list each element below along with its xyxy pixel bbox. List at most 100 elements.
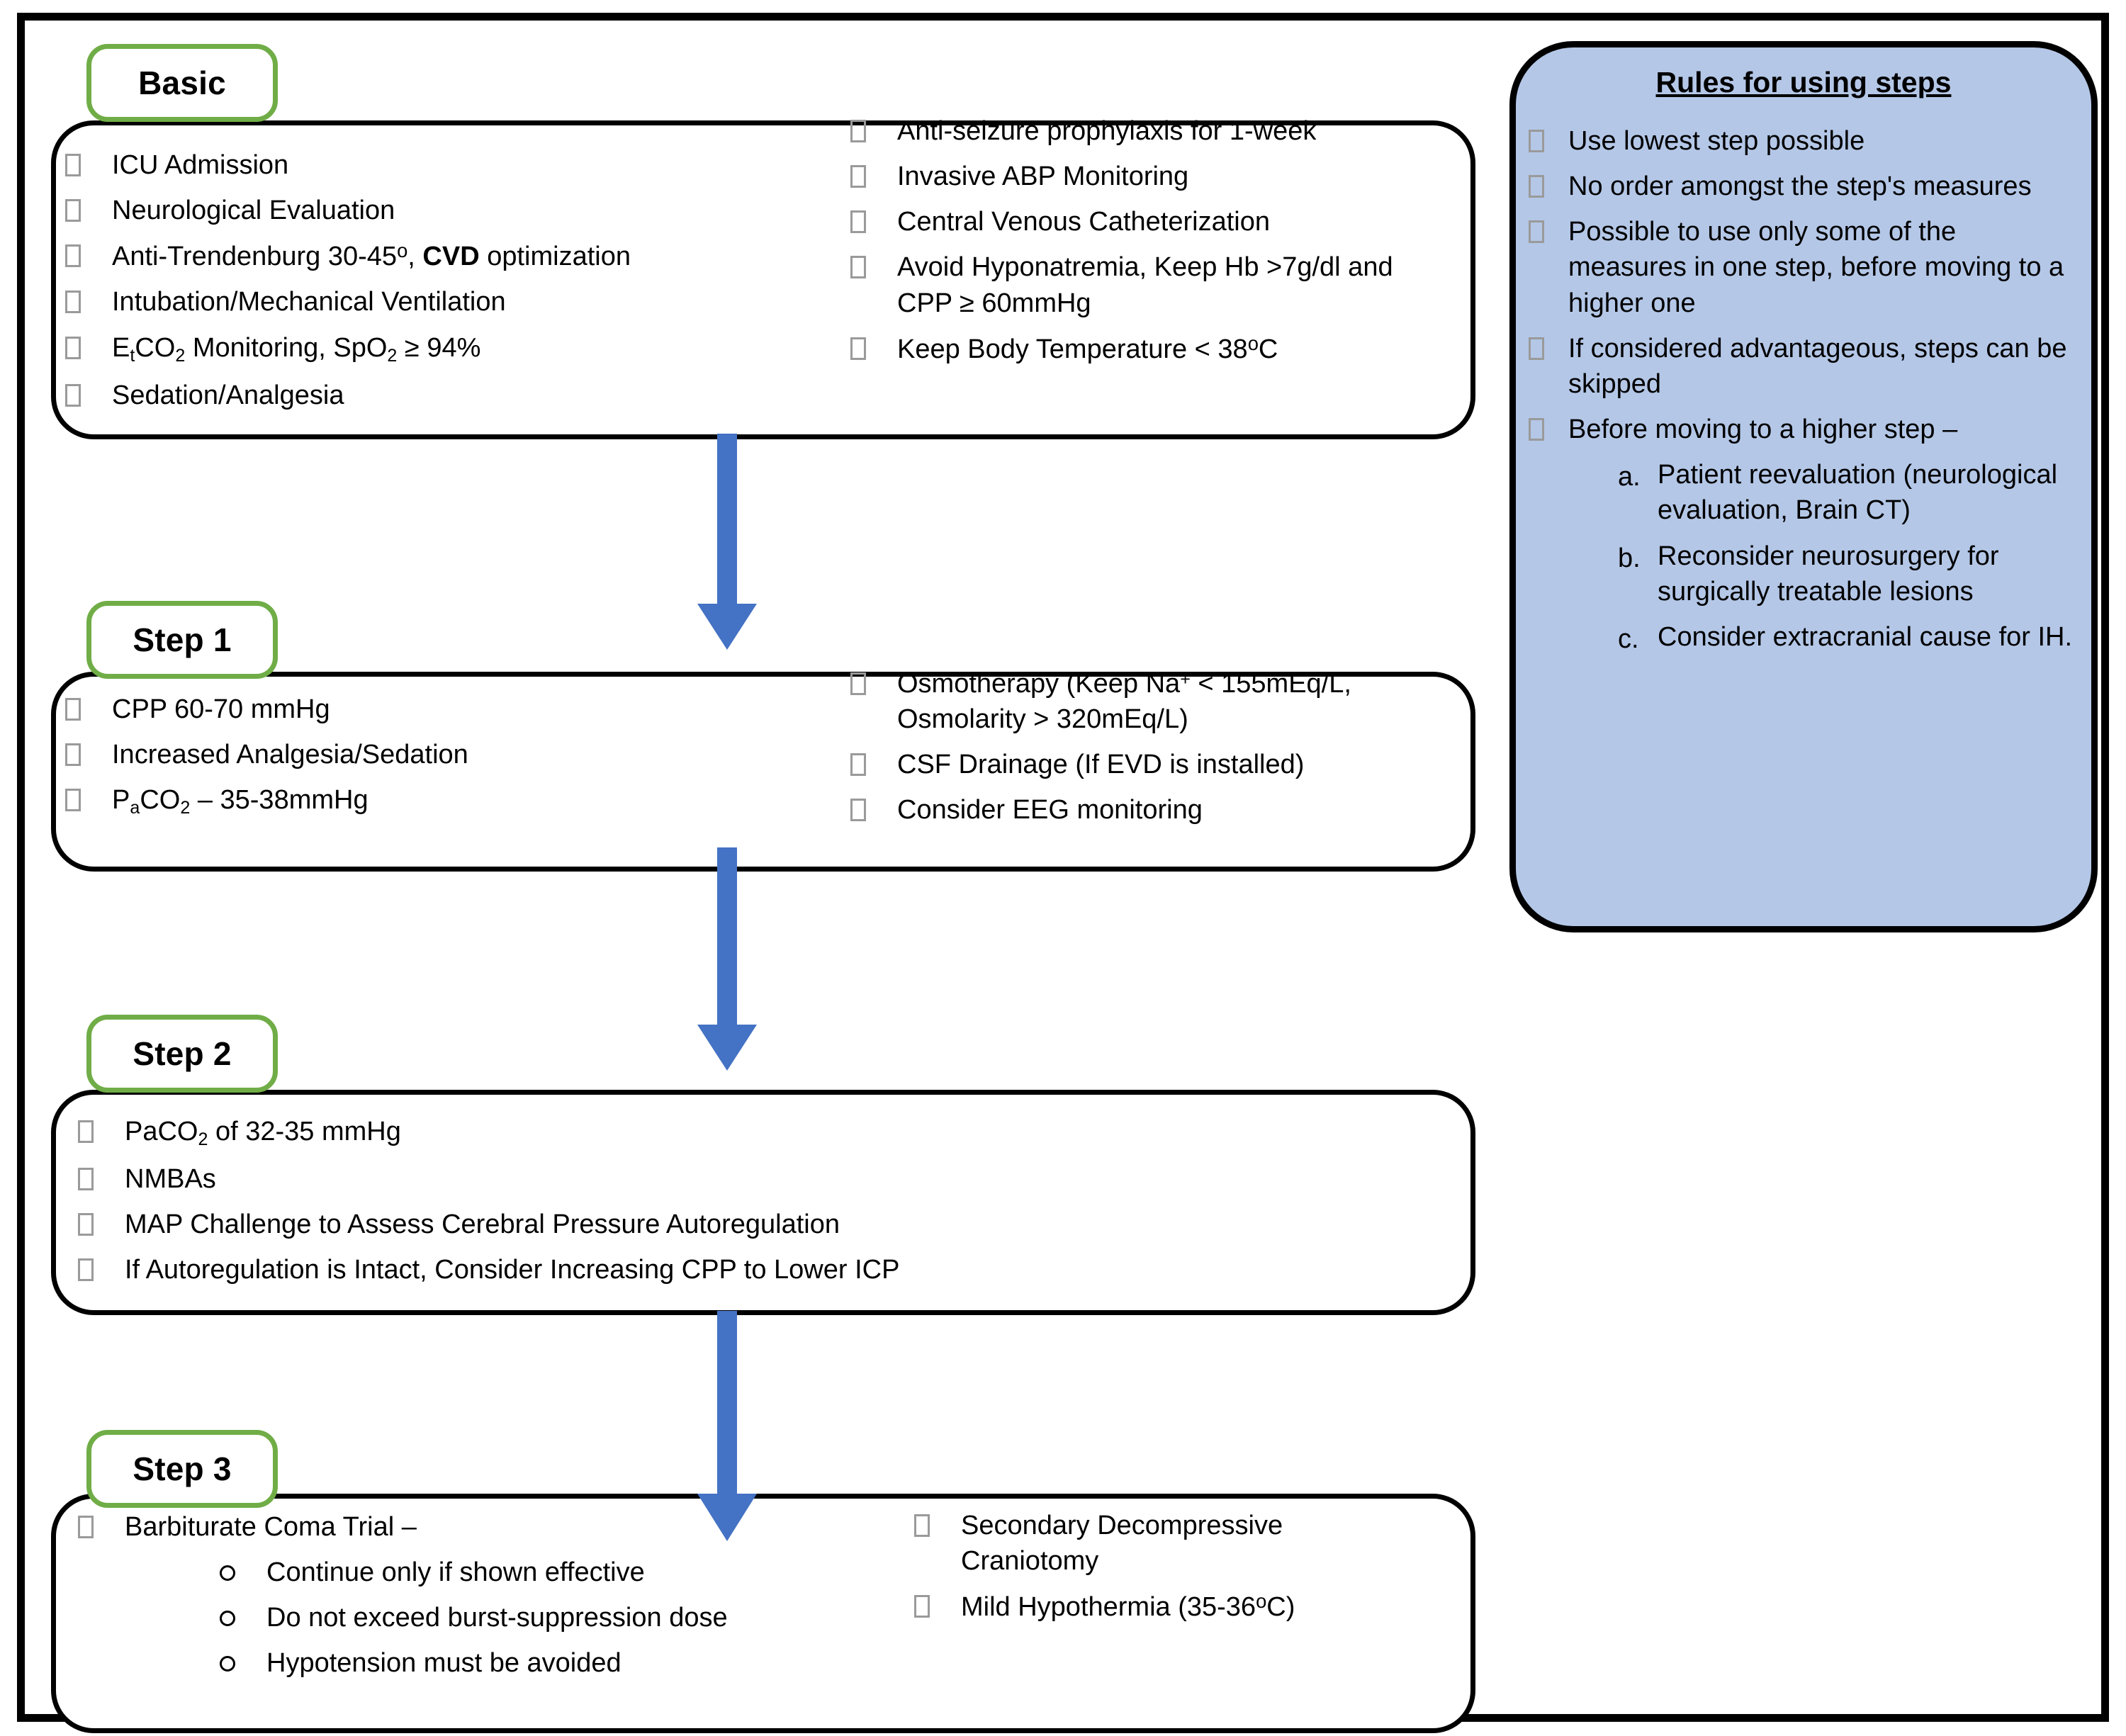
checkbox-icon[interactable] [850, 120, 866, 142]
rules-list-item[interactable]: If considered advantageous, steps can be… [1529, 331, 2073, 402]
step-3-right-column: Secondary Decompressive Craniotomy Mild … [914, 1508, 1410, 1635]
checkbox-icon[interactable] [65, 383, 81, 407]
step-1-right-column: Osmotherapy (Keep Na+ < 155mEq/L, Osmola… [850, 666, 1467, 838]
checkbox-icon[interactable] [65, 698, 81, 721]
list-item[interactable]: Barbiturate Coma Trial – [78, 1509, 857, 1545]
list-item[interactable]: CPP 60-70 mmHg [65, 692, 774, 727]
section-box-step-3 [51, 1494, 1475, 1733]
rules-sub-list-item[interactable]: c. Consider extracranial cause for IH. [1618, 619, 2073, 659]
list-item[interactable]: If Autoregulation is Intact, Consider In… [78, 1252, 1354, 1287]
section-chip-step-1[interactable]: Step 1 [86, 601, 278, 679]
checkbox-icon[interactable] [850, 753, 866, 777]
rules-sub-list-item[interactable]: a. Patient reevaluation (neurological ev… [1618, 457, 2073, 528]
checkbox-icon[interactable] [850, 165, 866, 188]
checkbox-icon[interactable] [78, 1168, 94, 1191]
rules-list-item[interactable]: Before moving to a higher step – [1529, 412, 2073, 447]
checkbox-icon[interactable] [850, 337, 866, 360]
list-item[interactable]: Anti-seizure prophylaxis for 1-week [850, 113, 1446, 149]
list-item-label: EtCO2 Monitoring, SpO2 ≥ 94% [112, 332, 481, 366]
checkbox-icon[interactable] [850, 799, 866, 822]
list-item-label: Consider EEG monitoring [897, 795, 1203, 825]
list-item[interactable]: Mild Hypothermia (35-36oC) [914, 1589, 1410, 1625]
section-box-step-1 [51, 672, 1475, 872]
list-item-label: Osmotherapy (Keep Na+ < 155mEq/L, Osmola… [897, 669, 1351, 735]
list-item[interactable]: NMBAs [78, 1161, 1354, 1197]
list-item-label: CPP 60-70 mmHg [112, 694, 330, 724]
checkbox-icon[interactable] [65, 244, 81, 268]
checkbox-icon[interactable] [65, 199, 81, 222]
basic-left-column: ICU Admission Neurological Evaluation An… [65, 147, 774, 423]
rules-list-item[interactable]: Possible to use only some of the measure… [1529, 214, 2073, 320]
list-item[interactable]: PaCO2 – 35-38mmHg [65, 782, 774, 820]
list-item-label: NMBAs [125, 1164, 216, 1195]
section-chip-basic[interactable]: Basic [86, 44, 278, 122]
list-item[interactable]: EtCO2 Monitoring, SpO2 ≥ 94% [65, 330, 774, 368]
list-item[interactable]: PaCO2 of 32-35 mmHg [78, 1114, 1354, 1151]
section-box-basic [51, 120, 1475, 439]
circle-bullet-icon [220, 1611, 235, 1627]
checkbox-icon[interactable] [850, 210, 866, 234]
list-item[interactable]: Neurological Evaluation [65, 193, 774, 228]
checkbox-icon[interactable] [1529, 220, 1544, 244]
list-item[interactable]: Increased Analgesia/Sedation [65, 737, 774, 772]
checkbox-icon[interactable] [914, 1514, 930, 1537]
list-item[interactable]: CSF Drainage (If EVD is installed) [850, 747, 1467, 782]
list-item-label: MAP Challenge to Assess Cerebral Pressur… [125, 1210, 840, 1240]
checkbox-icon[interactable] [1529, 418, 1544, 441]
rules-panel: Rules for using steps Use lowest step po… [1509, 41, 2098, 932]
checkbox-icon[interactable] [850, 256, 866, 279]
list-item-label: ICU Admission [112, 150, 289, 180]
list-item-label: Barbiturate Coma Trial – [125, 1512, 417, 1542]
list-item[interactable]: Keep Body Temperature < 38oC [850, 331, 1446, 367]
sub-list-item[interactable]: Do not exceed burst-suppression dose [220, 1600, 857, 1635]
checkbox-icon[interactable] [78, 1516, 94, 1538]
rules-list-item[interactable]: Use lowest step possible [1529, 123, 2073, 159]
list-item[interactable]: Intubation/Mechanical Ventilation [65, 284, 774, 320]
sub-list-item[interactable]: Hypotension must be avoided [220, 1645, 857, 1681]
rules-list-item-label: If considered advantageous, steps can be… [1568, 333, 2067, 399]
list-item-label: If Autoregulation is Intact, Consider In… [125, 1255, 900, 1285]
list-item-label: Secondary Decompressive Craniotomy [961, 1511, 1283, 1577]
checkbox-icon[interactable] [65, 743, 81, 767]
arrow-step1-to-step2 [697, 847, 757, 1071]
checkbox-icon[interactable] [1529, 337, 1544, 360]
list-item-label: Intubation/Mechanical Ventilation [112, 287, 506, 317]
checkbox-icon[interactable] [78, 1120, 94, 1143]
list-item[interactable]: Secondary Decompressive Craniotomy [914, 1508, 1410, 1579]
checkbox-icon[interactable] [65, 154, 81, 176]
sub-list-item-label: Hypotension must be avoided [266, 1648, 622, 1679]
rules-sub-marker: a. [1618, 462, 1641, 492]
list-item[interactable]: MAP Challenge to Assess Cerebral Pressur… [78, 1207, 1354, 1242]
checkbox-icon[interactable] [65, 336, 81, 359]
list-item[interactable]: Central Venous Catheterization [850, 204, 1446, 239]
section-chip-label: Basic [138, 64, 226, 101]
sub-list-item-label: Continue only if shown effective [266, 1557, 645, 1588]
arrow-step2-to-step3 [697, 1311, 757, 1541]
checkbox-icon[interactable] [1529, 175, 1544, 198]
checkbox-icon[interactable] [78, 1258, 94, 1282]
checkbox-icon[interactable] [850, 672, 866, 695]
checkbox-icon[interactable] [65, 789, 81, 812]
circle-bullet-icon [220, 1565, 235, 1582]
list-item[interactable]: ICU Admission [65, 147, 774, 183]
section-box-step-2 [51, 1090, 1475, 1315]
list-item[interactable]: Osmotherapy (Keep Na+ < 155mEq/L, Osmola… [850, 666, 1467, 737]
section-chip-step-3[interactable]: Step 3 [86, 1430, 278, 1508]
basic-right-column: Anti-seizure prophylaxis for 1-week Inva… [850, 113, 1446, 377]
checkbox-icon[interactable] [1529, 130, 1544, 152]
checkbox-icon[interactable] [78, 1213, 94, 1236]
list-item[interactable]: Consider EEG monitoring [850, 792, 1467, 828]
sub-list-item[interactable]: Continue only if shown effective [220, 1555, 857, 1590]
rules-list-item[interactable]: No order amongst the step's measures [1529, 169, 2073, 204]
list-item[interactable]: Invasive ABP Monitoring [850, 159, 1446, 194]
section-chip-step-2[interactable]: Step 2 [86, 1015, 278, 1093]
checkbox-icon[interactable] [914, 1595, 930, 1618]
list-item-label: Invasive ABP Monitoring [897, 162, 1189, 192]
list-item[interactable]: Avoid Hyponatremia, Keep Hb >7g/dl and C… [850, 249, 1446, 320]
rules-sub-list-item[interactable]: b. Reconsider neurosurgery for surgicall… [1618, 539, 2073, 609]
section-chip-label: Step 3 [133, 1450, 232, 1487]
list-item[interactable]: Sedation/Analgesia [65, 378, 774, 413]
checkbox-icon[interactable] [65, 291, 81, 314]
list-item[interactable]: Anti-Trendenburg 30-45o, CVD optimizatio… [65, 238, 774, 274]
